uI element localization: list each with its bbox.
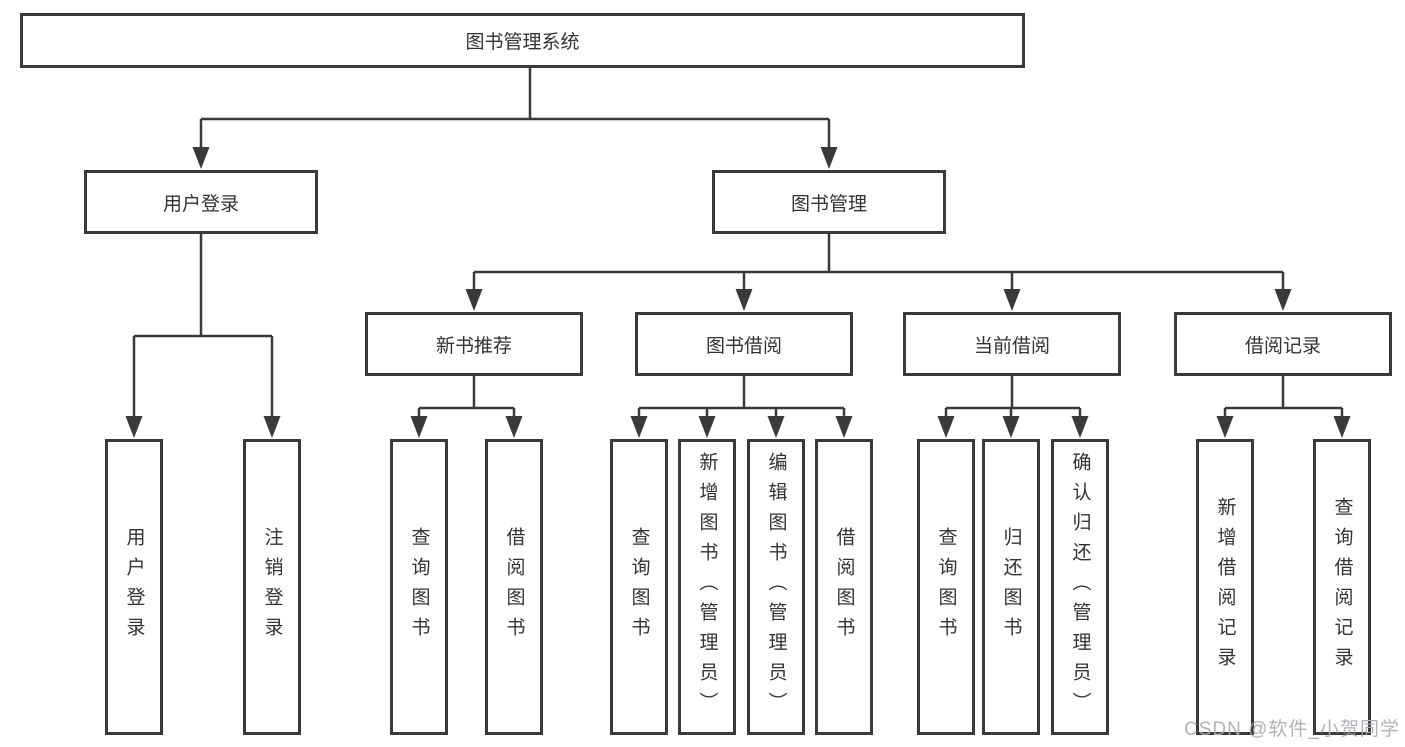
arrow-down-icon: [192, 147, 210, 169]
node-user-login-action: 用户登录: [105, 439, 163, 735]
node-logout-label: 注销登录: [261, 527, 283, 647]
node-add-borrow-record-label: 新增借阅记录: [1214, 497, 1236, 677]
watermark: CSDN @软件_小贺同学: [1184, 719, 1400, 740]
node-current-borrow-label: 当前借阅: [973, 335, 1050, 357]
node-query-borrow-record: 查询借阅记录: [1313, 439, 1371, 735]
node-library-system: 图书管理系统: [20, 13, 1025, 68]
node-confirm-return-admin-label: 确认归还（管理员）: [1069, 452, 1091, 722]
arrow-down-icon: [465, 289, 483, 311]
arrow-down-icon: [1333, 416, 1351, 438]
user-login-split-line: [132, 234, 274, 419]
node-borrow-records: 借阅记录: [1174, 312, 1392, 376]
arrowheads: [125, 147, 1351, 438]
arrow-down-icon: [1003, 289, 1021, 311]
book-mgmt-split-line: [472, 234, 1285, 294]
node-book-management: 图书管理: [712, 170, 946, 234]
node-query-books-current-label: 查询图书: [935, 527, 957, 647]
node-new-book-recommend: 新书推荐: [365, 312, 583, 376]
node-borrow-books-recommend: 借阅图书: [485, 439, 543, 735]
node-user-login: 用户登录: [84, 170, 318, 234]
arrow-down-icon: [835, 416, 853, 438]
arrow-down-icon: [1216, 416, 1234, 438]
arrow-down-icon: [505, 416, 523, 438]
node-borrow-books-recommend-label: 借阅图书: [503, 527, 525, 647]
node-current-borrow: 当前借阅: [903, 312, 1121, 376]
node-confirm-return-admin: 确认归还（管理员）: [1051, 439, 1109, 735]
node-query-books-recommend: 查询图书: [390, 439, 448, 735]
arrow-down-icon: [1274, 289, 1292, 311]
node-logout: 注销登录: [243, 439, 301, 735]
node-query-books-recommend-label: 查询图书: [408, 527, 430, 647]
node-query-books-current: 查询图书: [917, 439, 975, 735]
current-borrow-split-line: [944, 376, 1082, 419]
connector-lines: [132, 68, 1344, 419]
arrow-down-icon: [1002, 416, 1020, 438]
node-edit-book-admin: 编辑图书（管理员）: [747, 439, 805, 735]
node-new-book-recommend-label: 新书推荐: [435, 335, 512, 357]
arrow-down-icon: [735, 289, 753, 311]
arrow-down-icon: [263, 416, 281, 438]
node-library-system-label: 图书管理系统: [465, 32, 580, 53]
node-return-books: 归还图书: [982, 439, 1040, 735]
node-borrow-records-label: 借阅记录: [1244, 335, 1321, 357]
arrow-down-icon: [410, 416, 428, 438]
node-add-book-admin: 新增图书（管理员）: [678, 439, 736, 735]
arrow-down-icon: [698, 416, 716, 438]
arrow-down-icon: [767, 416, 785, 438]
node-add-borrow-record: 新增借阅记录: [1196, 439, 1254, 735]
arrow-down-icon: [125, 416, 143, 438]
node-book-borrow: 图书借阅: [635, 312, 853, 376]
node-query-books-borrow: 查询图书: [610, 439, 668, 735]
new-book-split-line: [417, 376, 516, 419]
node-query-books-borrow-label: 查询图书: [628, 527, 650, 647]
node-book-borrow-label: 图书借阅: [705, 335, 782, 357]
node-query-borrow-record-label: 查询借阅记录: [1331, 497, 1353, 677]
arrow-down-icon: [1071, 416, 1089, 438]
arrow-down-icon: [820, 147, 838, 169]
node-edit-book-admin-label: 编辑图书（管理员）: [765, 452, 787, 722]
node-add-book-admin-label: 新增图书（管理员）: [696, 452, 718, 722]
node-book-management-label: 图书管理: [790, 193, 867, 215]
root-to-level2-line: [199, 68, 831, 150]
node-borrow-books: 借阅图书: [815, 439, 873, 735]
node-return-books-label: 归还图书: [1000, 527, 1022, 647]
node-borrow-books-label: 借阅图书: [833, 527, 855, 647]
node-user-login-action-label: 用户登录: [123, 527, 145, 647]
borrow-record-split-line: [1223, 376, 1344, 419]
arrow-down-icon: [630, 416, 648, 438]
book-borrow-split-line: [637, 376, 846, 419]
node-user-login-label: 用户登录: [162, 193, 239, 215]
arrow-down-icon: [937, 416, 955, 438]
